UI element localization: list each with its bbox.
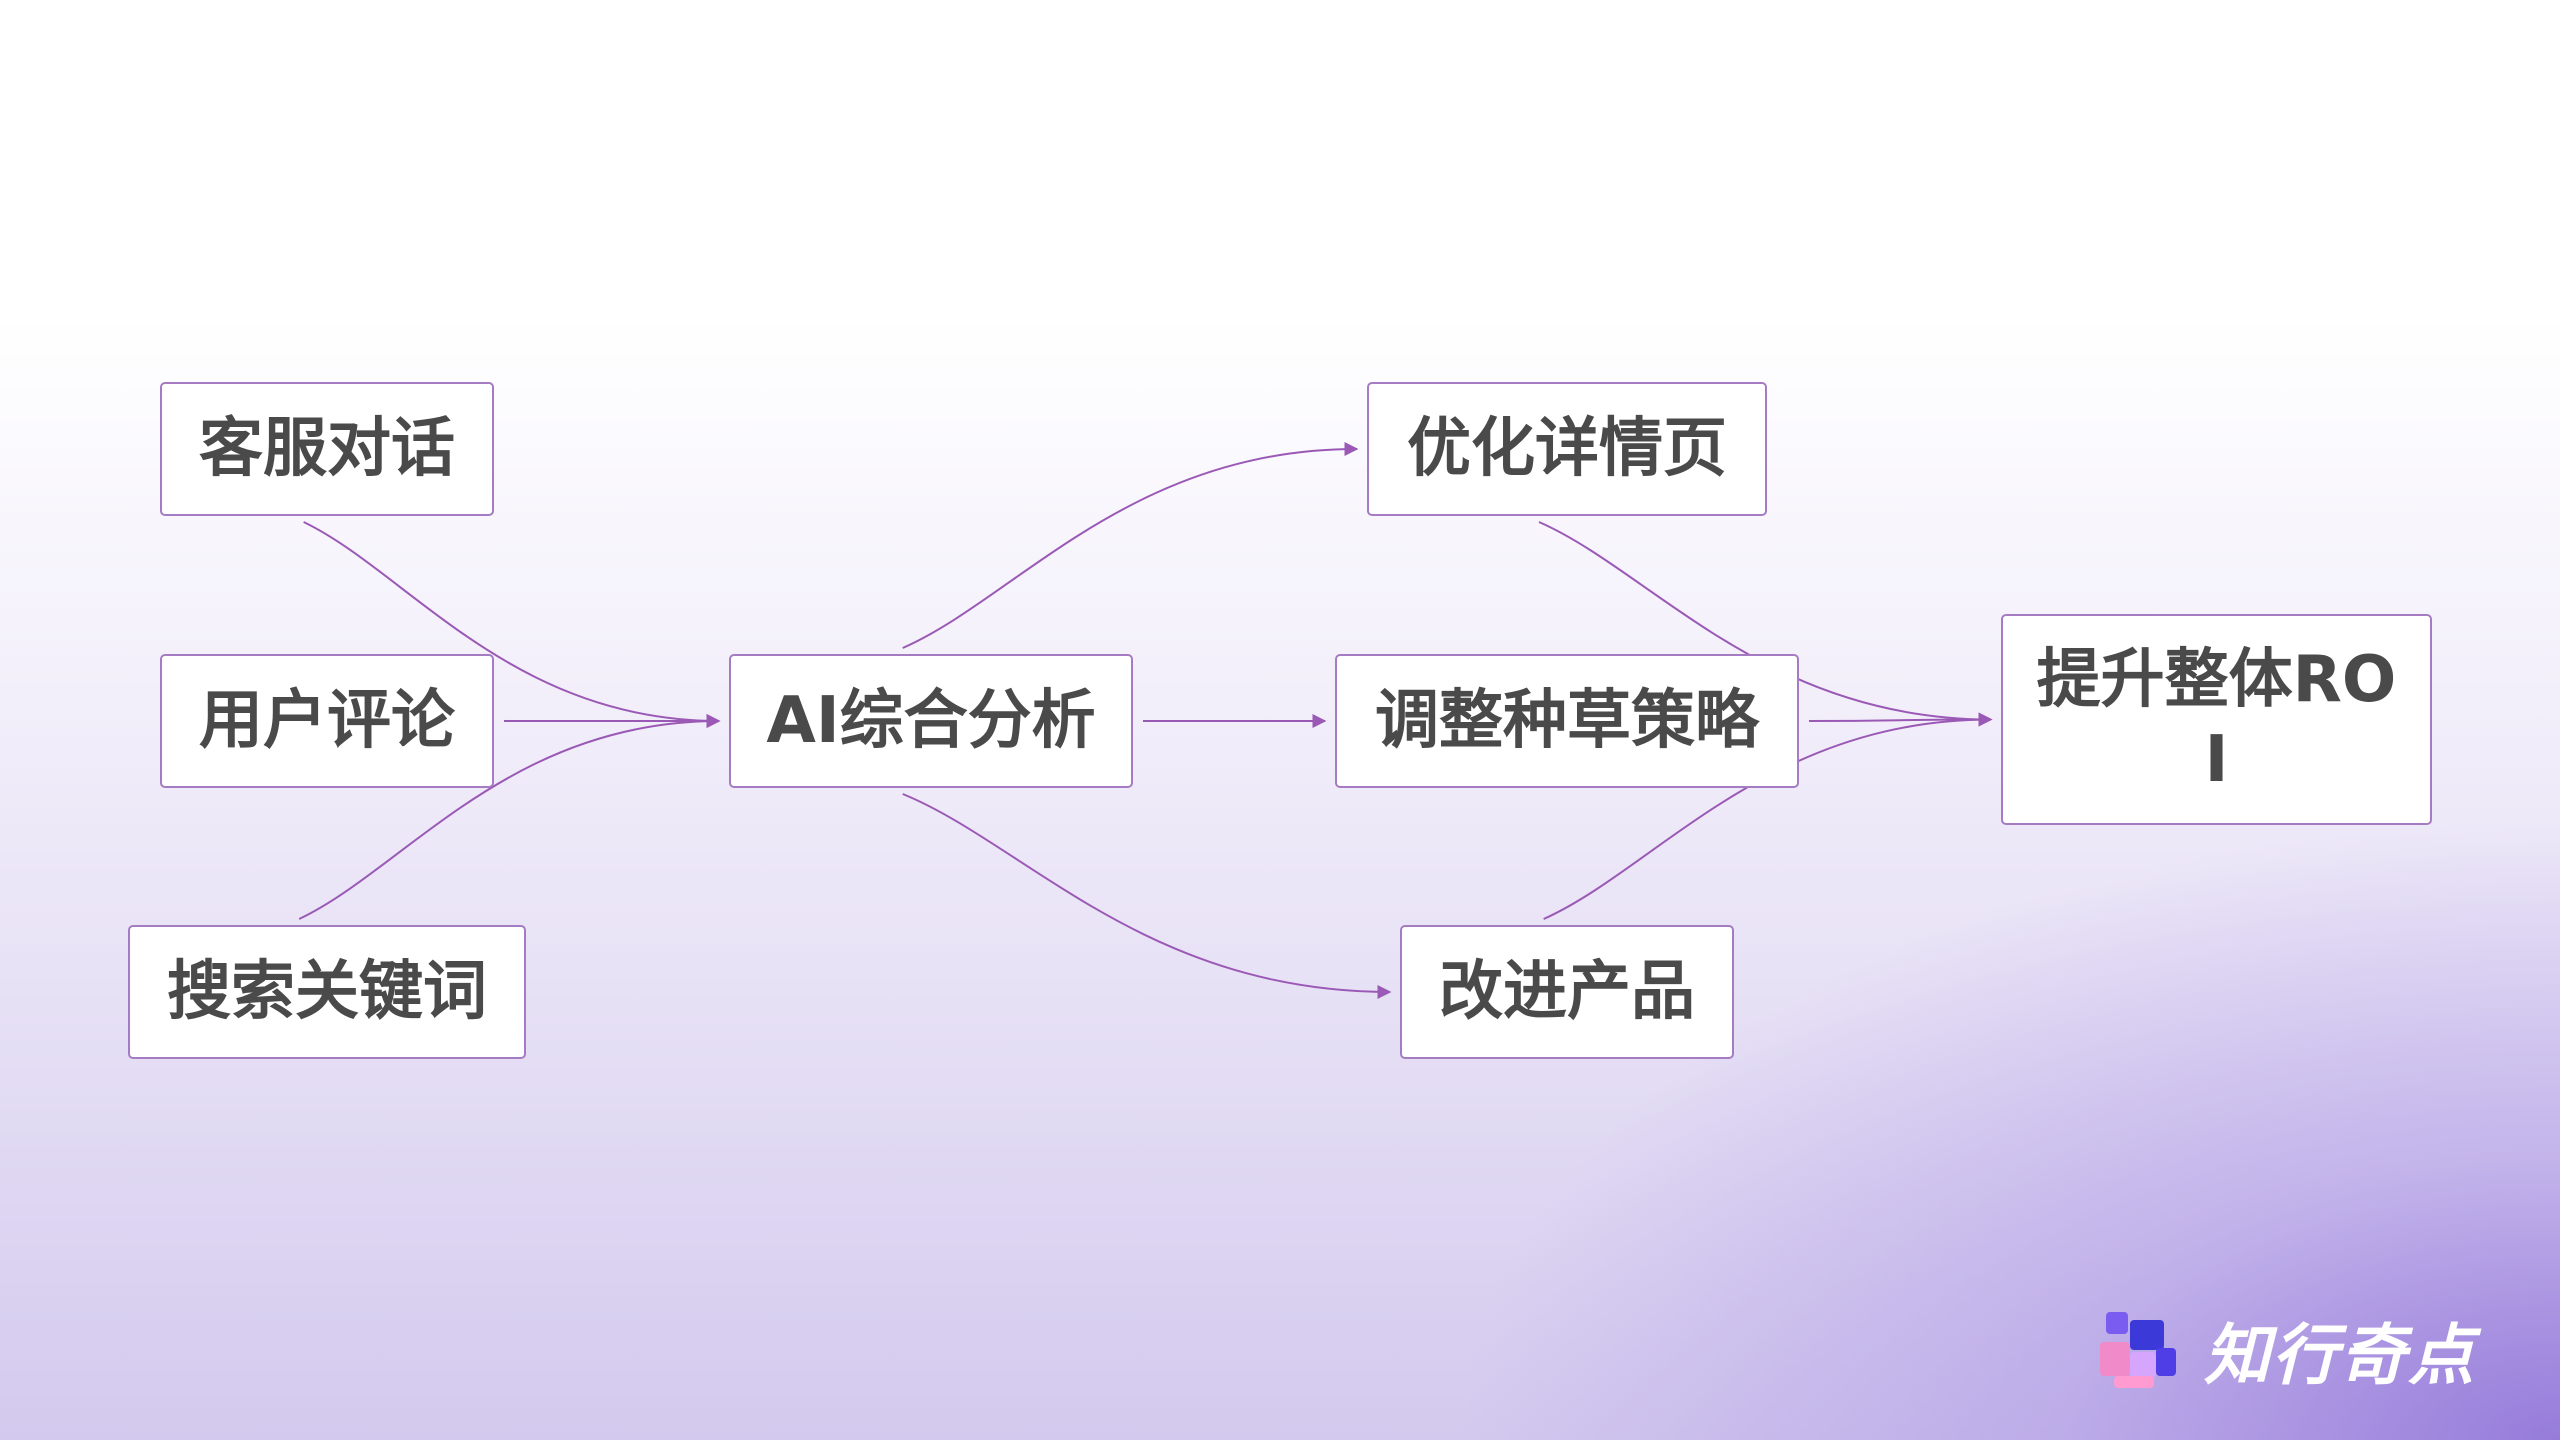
edge-ai-analysis-to-improve-product	[902, 793, 1392, 999]
brand-name: 知行奇点	[2204, 1317, 2476, 1394]
edge-ai-analysis-to-optimize-detail	[902, 442, 1359, 649]
node-ai-analysis: AI综合分析	[729, 654, 1133, 788]
puzzle-block-logo-icon	[2100, 1312, 2176, 1388]
node-optimize-detail: 优化详情页	[1367, 382, 1767, 516]
brand-logo: 知行奇点	[2100, 1310, 2476, 1394]
node-user-reviews: 用户评论	[160, 654, 494, 788]
edge-customer-chat-to-ai-analysis	[303, 521, 721, 728]
node-customer-chat: 客服对话	[160, 382, 494, 516]
edge-improve-product-to-boost-roi	[1543, 712, 1993, 920]
node-adjust-strategy: 调整种草策略	[1335, 654, 1799, 788]
node-improve-product: 改进产品	[1400, 925, 1734, 1059]
edge-search-keywords-to-ai-analysis	[298, 714, 721, 920]
node-boost-roi: 提升整体ROI	[2001, 614, 2432, 825]
edge-optimize-detail-to-boost-roi	[1538, 521, 1993, 727]
node-search-keywords: 搜索关键词	[128, 925, 526, 1059]
